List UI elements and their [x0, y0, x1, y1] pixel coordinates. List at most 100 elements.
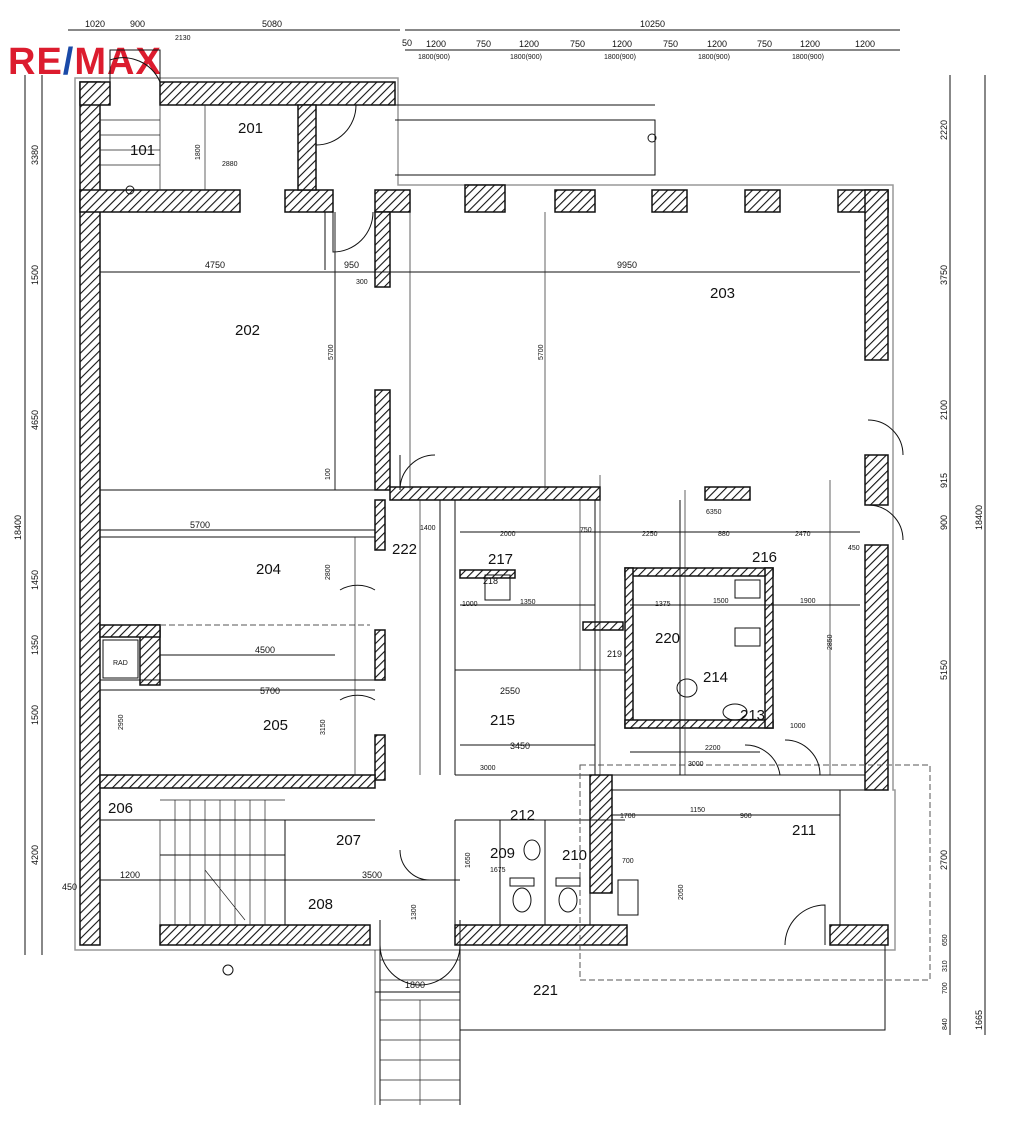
dim-text: 2220 [939, 120, 949, 140]
dim-text: 1200 [707, 39, 727, 49]
dim-text: 1200 [120, 870, 140, 880]
room-219: 219 [607, 649, 622, 659]
dim-text: 4500 [255, 645, 275, 655]
dim-text: 5700 [260, 686, 280, 696]
toilet-icon [722, 703, 748, 721]
room-221: 221 [533, 982, 558, 999]
dim-text: 2880 [222, 161, 238, 168]
toilet-icon [558, 887, 578, 913]
dim-text: 1800(900) [792, 54, 824, 61]
dim-text: 650 [942, 934, 949, 946]
dims-left: 3380 1500 4650 1450 1350 1500 4200 18400… [13, 145, 77, 892]
dim-text: 1675 [490, 867, 506, 874]
room-211: 211 [792, 822, 816, 839]
dim-text: 450 [62, 882, 77, 892]
dim-text: 3500 [362, 870, 382, 880]
dim-text: 5700 [190, 520, 210, 530]
dim-text: 1800(900) [418, 54, 450, 61]
dim-text: 2100 [939, 400, 949, 420]
doors [109, 49, 904, 986]
dim-text: 700 [942, 982, 949, 994]
room-214: 214 [703, 669, 728, 686]
dim-text: 5150 [939, 660, 949, 680]
dims-top: 1020 900 5080 10250 50 1200 750 1200 750… [85, 19, 875, 61]
dim-text: 1800 [405, 980, 425, 990]
dim-text: 4750 [205, 260, 225, 270]
dim-text: 1200 [855, 39, 875, 49]
room-202: 202 [235, 322, 260, 339]
room-217: 217 [488, 551, 513, 568]
dim-text: 2700 [939, 850, 949, 870]
dim-text: 1200 [612, 39, 632, 49]
dim-text: 1000 [462, 601, 478, 608]
section-marker [222, 964, 234, 976]
walls [79, 81, 889, 946]
dim-text: 1665 [974, 1010, 984, 1030]
room-206: 206 [108, 800, 133, 817]
dim-text: 1650 [465, 852, 472, 868]
dim-text: 1400 [420, 525, 436, 532]
dim-text: 900 [130, 19, 145, 29]
dim-text: 1800(900) [510, 54, 542, 61]
dim-text: 2470 [795, 531, 811, 538]
dim-text: 18400 [13, 515, 23, 540]
dim-text: 1800(900) [698, 54, 730, 61]
dim-text: 2130 [175, 35, 191, 42]
toilet-icon [512, 887, 532, 913]
dim-text: 1300 [411, 904, 418, 920]
logo-text: MAX [74, 41, 162, 83]
dim-text: 2550 [500, 686, 520, 696]
dims-right: 2220 3750 2100 915 900 5150 2700 310 700… [939, 120, 984, 1030]
fixtures [102, 133, 761, 976]
dim-text: 1200 [426, 39, 446, 49]
dim-text: 300 [356, 279, 368, 286]
room-205: 205 [263, 717, 288, 734]
dim-text: 1000 [790, 723, 806, 730]
dim-text: 2800 [325, 564, 332, 580]
shower-icon [484, 574, 511, 601]
dim-text: 100 [325, 468, 332, 480]
dim-text: 1375 [655, 601, 671, 608]
partition-lines [100, 104, 931, 1105]
dim-text: 1200 [519, 39, 539, 49]
room-208: 208 [308, 896, 333, 913]
room-213: 213 [740, 707, 765, 724]
dim-text: 5080 [262, 19, 282, 29]
dim-text: 880 [718, 531, 730, 538]
dim-text: 10250 [640, 19, 665, 29]
dim-text: 4650 [30, 410, 40, 430]
room-201: 201 [238, 120, 263, 137]
remax-logo: RE/MAX [8, 43, 162, 81]
dim-text: 5700 [538, 344, 545, 360]
room-216: 216 [752, 549, 777, 566]
dim-text: 9950 [617, 260, 637, 270]
outer-outline [74, 77, 896, 951]
dim-text: 1900 [800, 598, 816, 605]
room-203: 203 [710, 285, 735, 302]
room-218: 218 [483, 576, 498, 586]
dim-text: 840 [942, 1018, 949, 1030]
toilet-icon [676, 678, 698, 698]
room-101: 101 [130, 142, 155, 159]
dim-text: 450 [848, 545, 860, 552]
room-210: 210 [562, 847, 587, 864]
dim-text: 2950 [118, 714, 125, 730]
dim-text: 950 [344, 260, 359, 270]
dim-text: 2000 [500, 531, 516, 538]
dims-inner: 1800 2880 4750 950 9950 5700 5700 5700 4… [118, 144, 860, 990]
logo-text: RE [8, 41, 63, 83]
dim-text: 1020 [85, 19, 105, 29]
dim-text: 4200 [30, 845, 40, 865]
room-labels: 101 201 202 203 204 205 206 207 208 209 … [108, 120, 816, 999]
urinal-icon [734, 627, 761, 647]
dim-text: 1500 [713, 598, 729, 605]
dim-text: 3000 [480, 765, 496, 772]
room-204: 204 [256, 561, 281, 578]
dim-text: 18400 [974, 505, 984, 530]
dim-text: 900 [740, 813, 752, 820]
room-220: 220 [655, 630, 680, 647]
dim-text: 750 [757, 39, 772, 49]
dim-text: 3450 [510, 741, 530, 751]
dim-text: 1350 [30, 635, 40, 655]
